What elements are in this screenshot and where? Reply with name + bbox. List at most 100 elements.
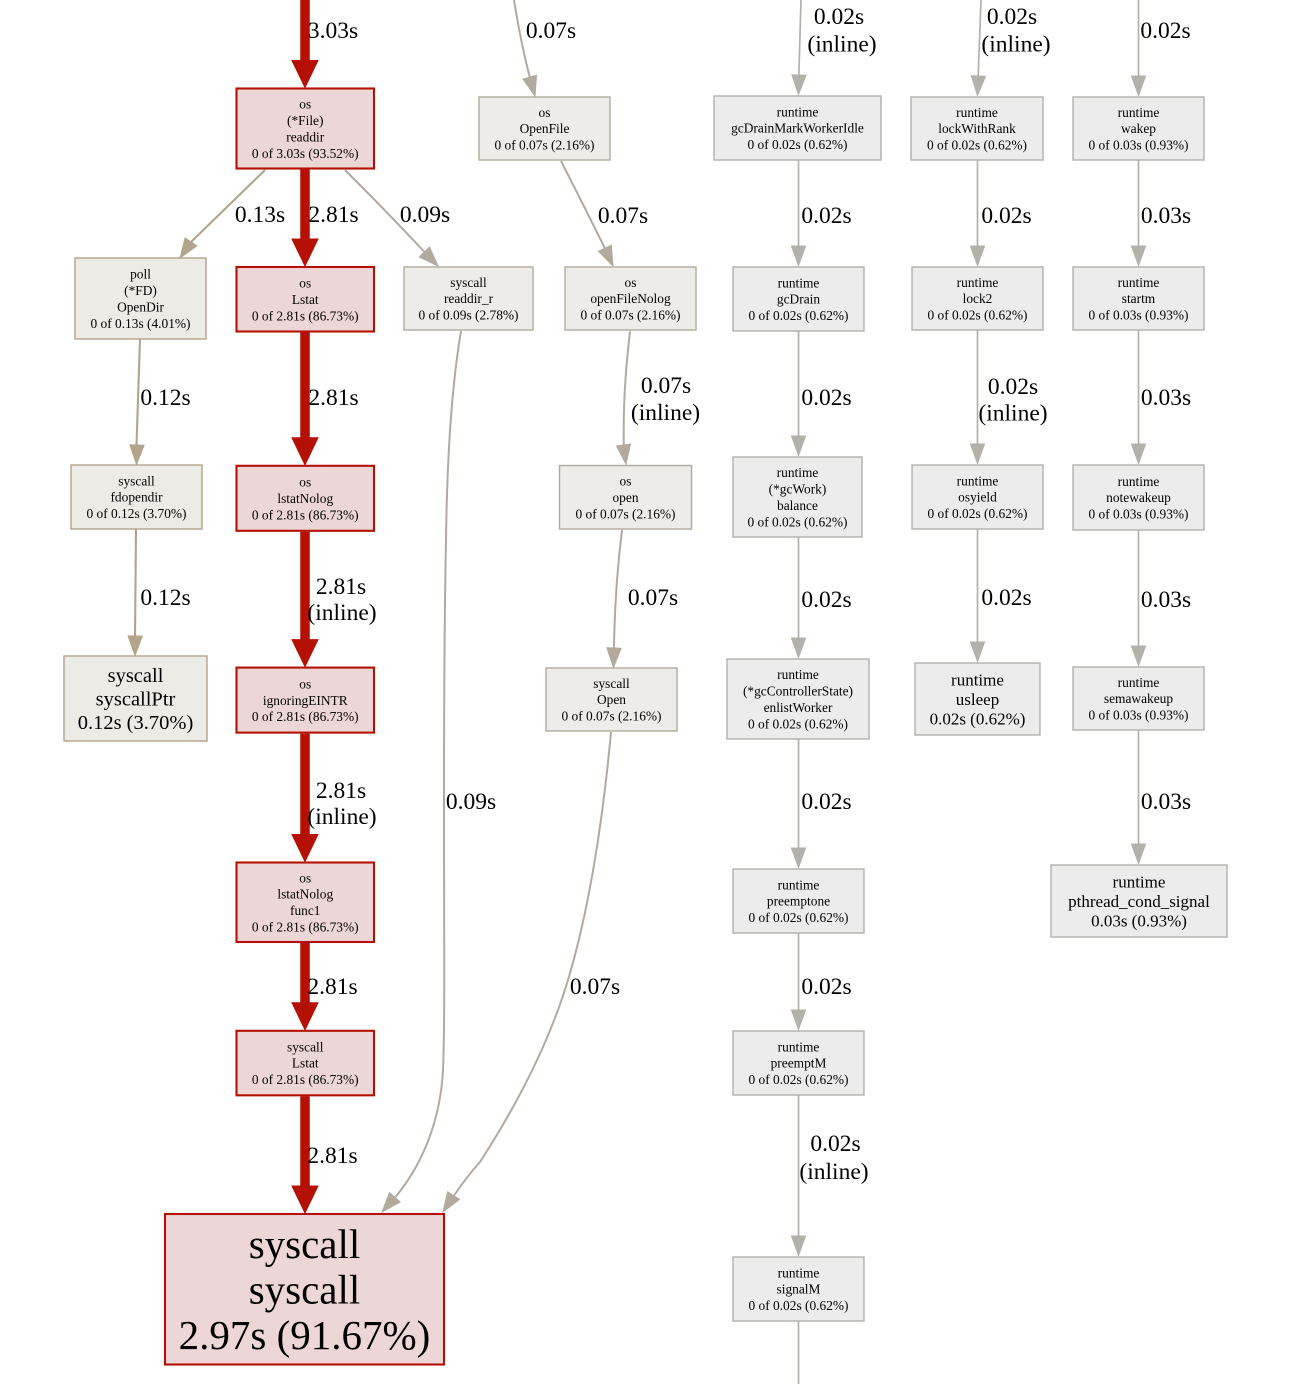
svg-text:runtime: runtime [957,275,999,290]
svg-text:runtime: runtime [778,275,820,290]
svg-text:0 of 2.81s (86.73%): 0 of 2.81s (86.73%) [252,308,359,323]
svg-text:0 of 0.02s (0.62%): 0 of 0.02s (0.62%) [747,137,847,152]
svg-text:0.02s: 0.02s [981,203,1031,229]
svg-text:0 of 0.07s (2.16%): 0 of 0.07s (2.16%) [561,709,661,724]
svg-text:runtime: runtime [1113,873,1166,892]
svg-text:os: os [299,676,311,691]
svg-text:0 of 0.02s (0.62%): 0 of 0.02s (0.62%) [748,1072,848,1087]
svg-text:0 of 0.03s (0.93%): 0 of 0.03s (0.93%) [1088,308,1188,323]
svg-text:(inline): (inline) [807,32,876,58]
svg-text:os: os [620,474,632,489]
svg-text:fdopendir: fdopendir [110,490,163,505]
svg-text:0 of 0.12s (3.70%): 0 of 0.12s (3.70%) [86,506,186,521]
svg-text:0.02s: 0.02s [987,4,1037,30]
svg-text:runtime: runtime [777,465,819,480]
svg-text:0.07s: 0.07s [628,585,678,611]
svg-text:lstatNolog: lstatNolog [277,887,333,902]
svg-text:0 of 0.02s (0.62%): 0 of 0.02s (0.62%) [748,716,848,731]
svg-text:0 of 0.02s (0.62%): 0 of 0.02s (0.62%) [748,910,848,925]
svg-text:0.12s: 0.12s [140,385,190,411]
svg-text:0 of 0.02s (0.62%): 0 of 0.02s (0.62%) [748,308,848,323]
svg-text:0.07s: 0.07s [641,373,691,399]
svg-text:osyield: osyield [958,490,997,505]
svg-text:0 of 0.07s (2.16%): 0 of 0.07s (2.16%) [494,138,594,153]
svg-text:readdir: readdir [286,129,324,144]
svg-text:(inline): (inline) [981,32,1050,58]
svg-text:open: open [612,490,638,505]
svg-text:usleep: usleep [956,690,999,709]
svg-text:preemptone: preemptone [767,894,830,909]
svg-text:0.12s (3.70%): 0.12s (3.70%) [78,712,194,734]
svg-text:2.97s (91.67%): 2.97s (91.67%) [179,1312,431,1358]
svg-text:0 of 2.81s (86.73%): 0 of 2.81s (86.73%) [252,709,359,724]
svg-text:0.02s: 0.02s [1140,18,1190,44]
svg-text:0 of 0.02s (0.62%): 0 of 0.02s (0.62%) [927,506,1027,521]
svg-text:ignoringEINTR: ignoringEINTR [263,693,348,708]
svg-text:runtime: runtime [951,671,1004,690]
svg-text:0 of 0.07s (2.16%): 0 of 0.07s (2.16%) [580,308,680,323]
svg-text:signalM: signalM [777,1282,821,1297]
svg-text:0.02s: 0.02s [988,374,1038,400]
svg-text:runtime: runtime [778,877,820,892]
svg-text:lstatNolog: lstatNolog [277,491,333,506]
svg-text:syscall: syscall [249,1221,361,1267]
svg-text:os: os [299,870,311,885]
svg-text:0 of 0.13s (4.01%): 0 of 0.13s (4.01%) [90,316,190,331]
svg-text:startm: startm [1122,291,1156,306]
svg-text:0.02s: 0.02s [801,974,851,1000]
svg-text:syscall: syscall [450,275,487,290]
svg-text:(inline): (inline) [307,804,376,830]
svg-text:os: os [299,97,311,112]
svg-text:preemptM: preemptM [771,1056,827,1071]
svg-text:0.02s: 0.02s [801,587,851,613]
svg-text:0 of 3.03s (93.52%): 0 of 3.03s (93.52%) [252,146,359,161]
svg-text:0.07s: 0.07s [526,18,576,44]
svg-text:0.03s: 0.03s [1141,385,1191,411]
svg-text:0 of 0.03s (0.93%): 0 of 0.03s (0.93%) [1088,507,1188,522]
svg-text:lock2: lock2 [963,291,993,306]
svg-text:syscall: syscall [249,1267,361,1313]
svg-text:os: os [299,276,311,291]
svg-text:0 of 0.09s (2.78%): 0 of 0.09s (2.78%) [418,308,518,323]
svg-text:runtime: runtime [956,105,998,120]
svg-text:0.03s: 0.03s [1141,587,1191,613]
svg-text:func1: func1 [290,903,321,918]
svg-text:(*File): (*File) [287,113,323,128]
svg-text:semawakeup: semawakeup [1104,691,1173,706]
svg-text:3.03s: 3.03s [308,18,358,44]
svg-text:syscallPtr: syscallPtr [96,689,176,711]
svg-text:runtime: runtime [777,667,819,682]
svg-text:0.02s: 0.02s [981,585,1031,611]
svg-text:OpenDir: OpenDir [117,299,164,314]
svg-text:runtime: runtime [1118,474,1160,489]
svg-text:(inline): (inline) [978,401,1047,427]
svg-text:os: os [299,475,311,490]
svg-text:0.12s: 0.12s [140,585,190,611]
svg-text:poll: poll [130,267,151,282]
svg-text:2.81s: 2.81s [316,778,366,804]
svg-text:(inline): (inline) [631,400,700,426]
svg-text:0.03s (0.93%): 0.03s (0.93%) [1091,911,1187,930]
svg-text:OpenFile: OpenFile [520,121,570,136]
svg-text:runtime: runtime [777,104,819,119]
svg-text:runtime: runtime [778,1039,820,1054]
svg-text:2.81s: 2.81s [316,574,366,600]
svg-text:0.02s: 0.02s [801,203,851,229]
svg-text:runtime: runtime [1118,105,1160,120]
svg-text:0 of 2.81s (86.73%): 0 of 2.81s (86.73%) [252,507,359,522]
svg-text:0 of 2.81s (86.73%): 0 of 2.81s (86.73%) [252,1072,359,1087]
svg-text:2.81s: 2.81s [308,202,358,228]
svg-text:0.09s: 0.09s [446,789,496,815]
svg-text:syscall: syscall [593,676,630,691]
svg-text:runtime: runtime [778,1265,820,1280]
svg-text:2.81s: 2.81s [307,974,357,1000]
svg-text:0 of 0.02s (0.62%): 0 of 0.02s (0.62%) [747,514,847,529]
svg-text:os: os [625,275,637,290]
svg-text:(inline): (inline) [799,1159,868,1185]
svg-text:notewakeup: notewakeup [1106,490,1171,505]
svg-text:0.02s: 0.02s [801,789,851,815]
svg-text:balance: balance [777,498,818,513]
svg-text:wakep: wakep [1121,121,1156,136]
svg-text:gcDrain: gcDrain [777,292,820,307]
svg-text:0 of 0.03s (0.93%): 0 of 0.03s (0.93%) [1088,708,1188,723]
